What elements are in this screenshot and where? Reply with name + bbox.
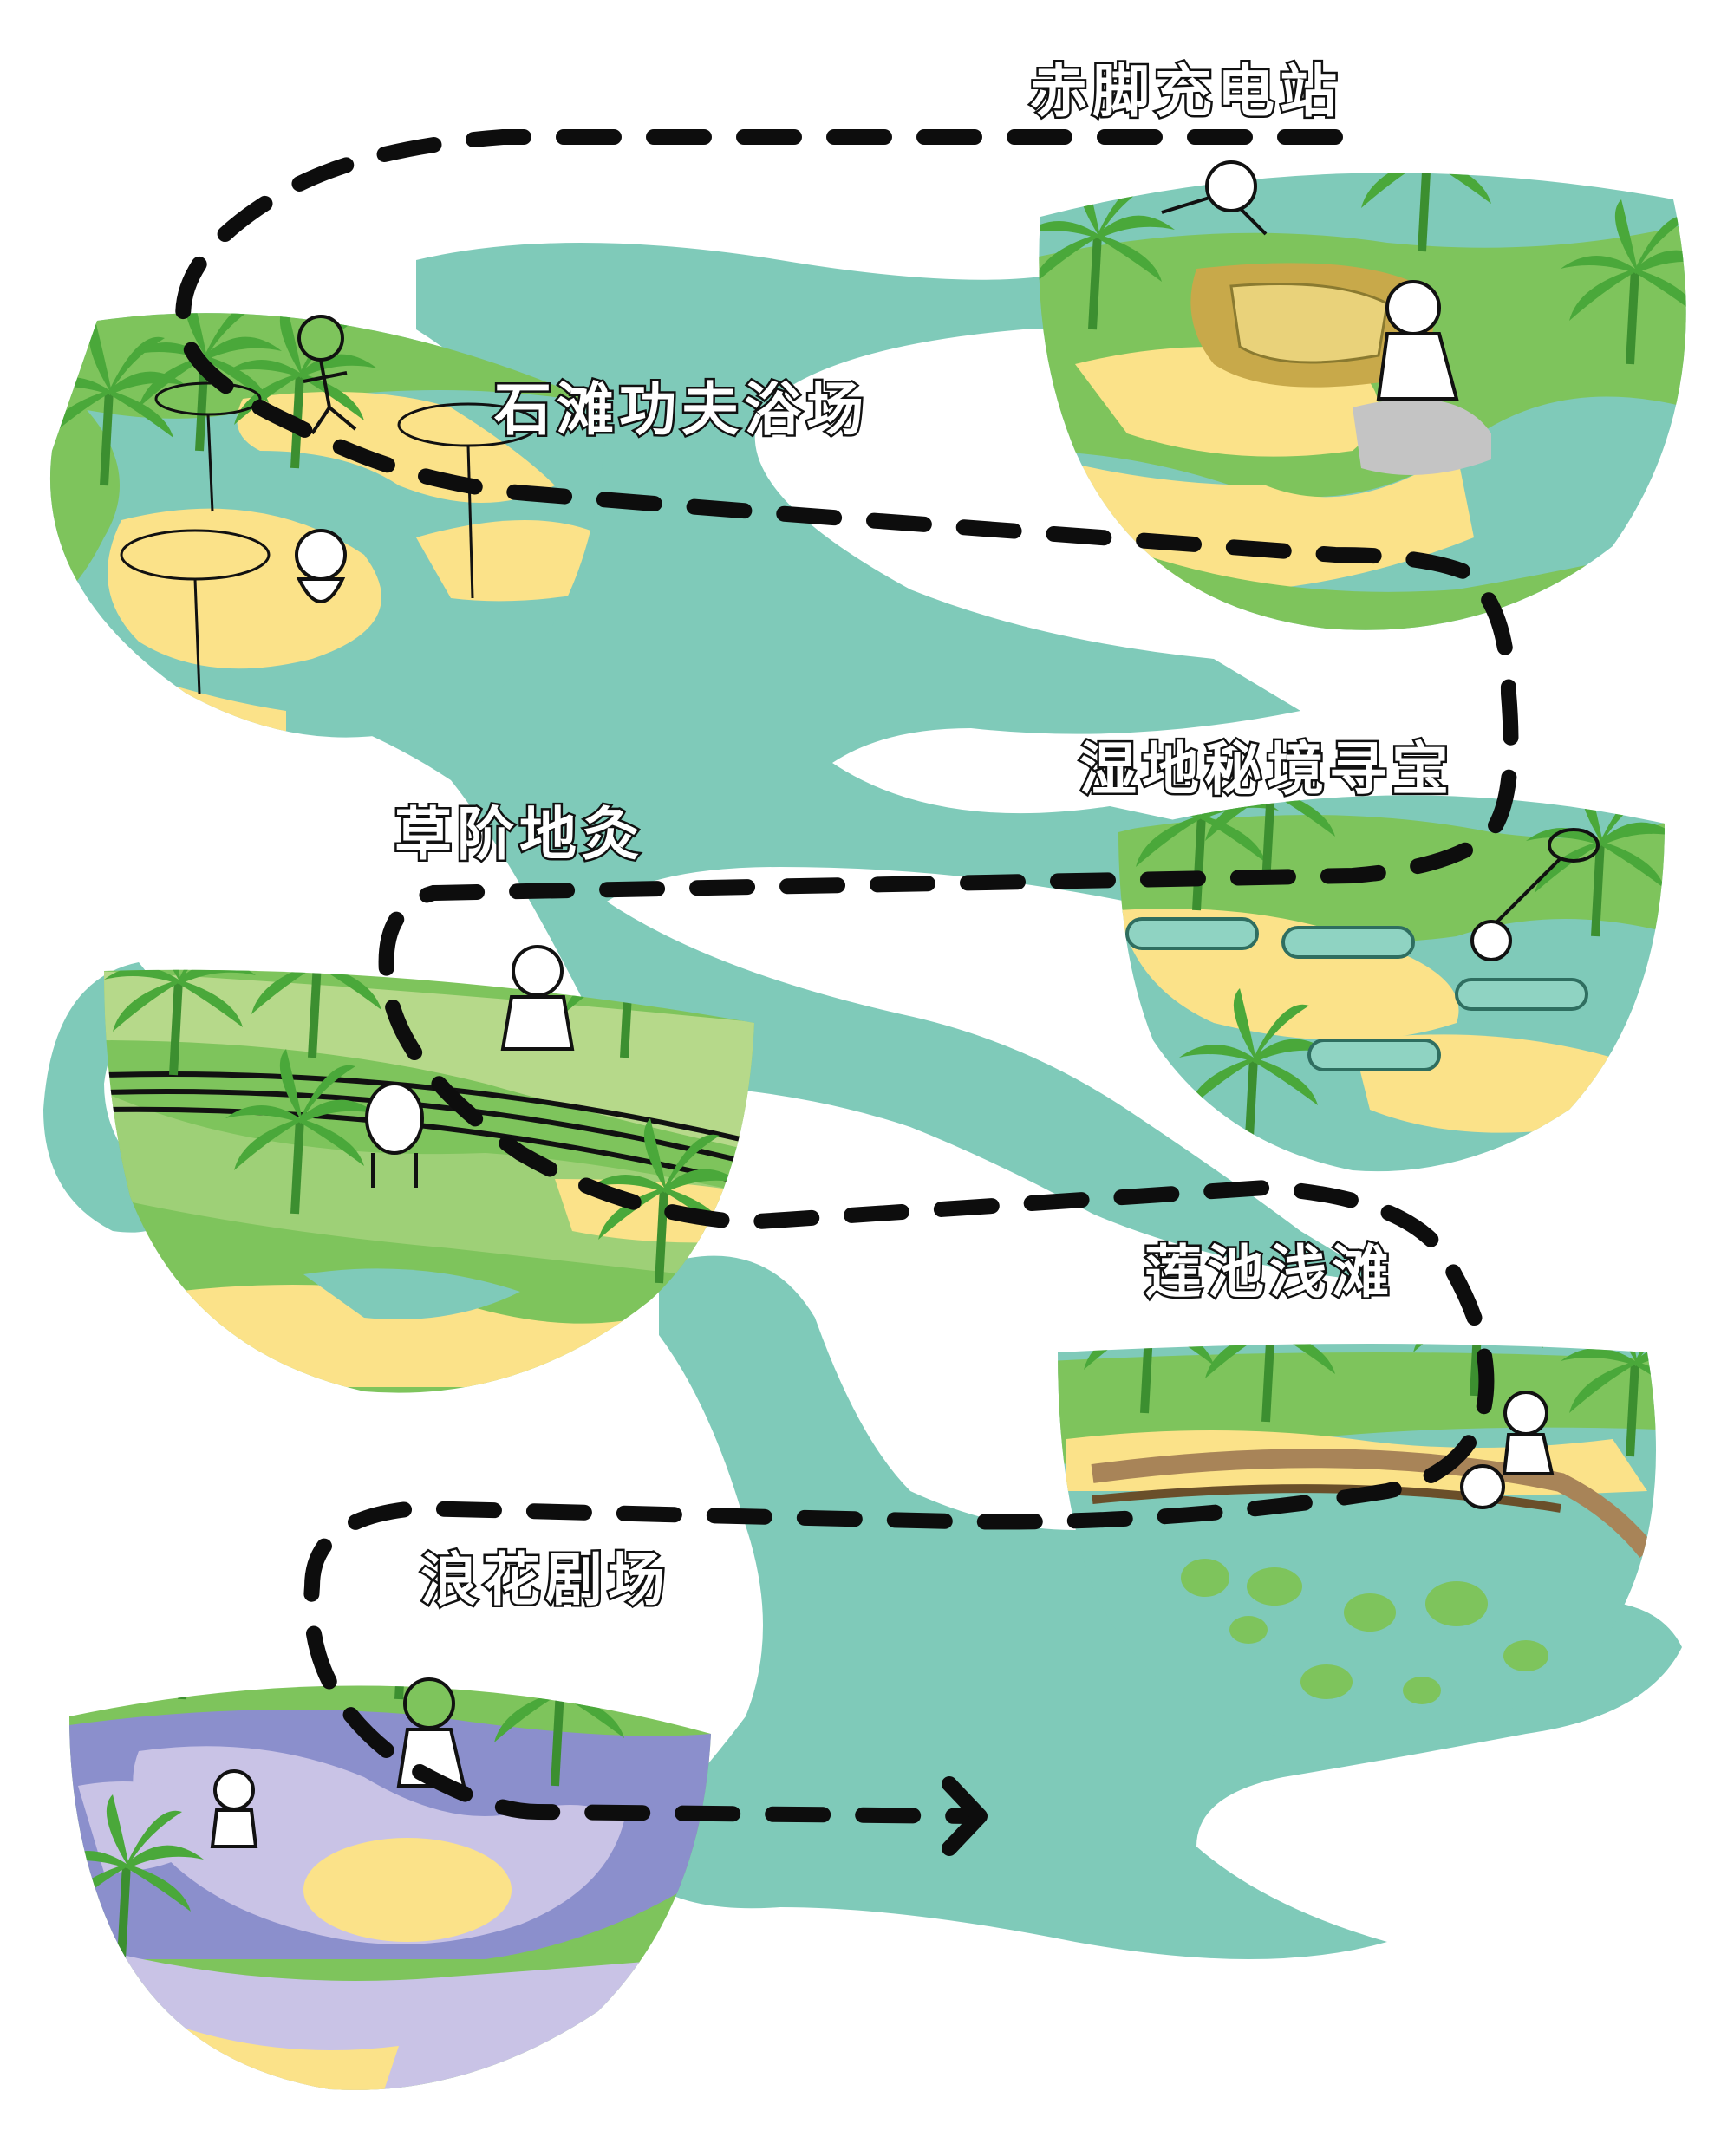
zone-label-shidi: 湿地秘境寻宝	[1079, 736, 1454, 803]
child-figure-icon	[1460, 1391, 1555, 1509]
child-figure-icon	[1161, 160, 1459, 401]
zone-label-caojie: 草阶地灸	[394, 801, 644, 868]
mushroom-shower-icon	[120, 381, 539, 694]
zone-label-shitan: 石滩功夫浴场	[494, 376, 869, 443]
river-left-loop	[43, 962, 173, 1233]
arrow-head-icon	[942, 1776, 988, 1856]
child-figure-icon	[295, 315, 357, 603]
log-icon	[1125, 917, 1588, 1071]
child-figure-icon	[210, 1677, 466, 1848]
zone-label-lianchi: 莲池浅滩	[1144, 1239, 1394, 1306]
zone-label-chijiao: 赤脚充电站	[1030, 58, 1342, 125]
zone-label-langhua: 浪花剧场	[420, 1547, 670, 1613]
child-figure-icon	[365, 945, 575, 1188]
zone-chijiao[interactable]	[1023, 87, 1717, 659]
net-icon	[1470, 828, 1600, 961]
walking-route	[175, 129, 1519, 1856]
